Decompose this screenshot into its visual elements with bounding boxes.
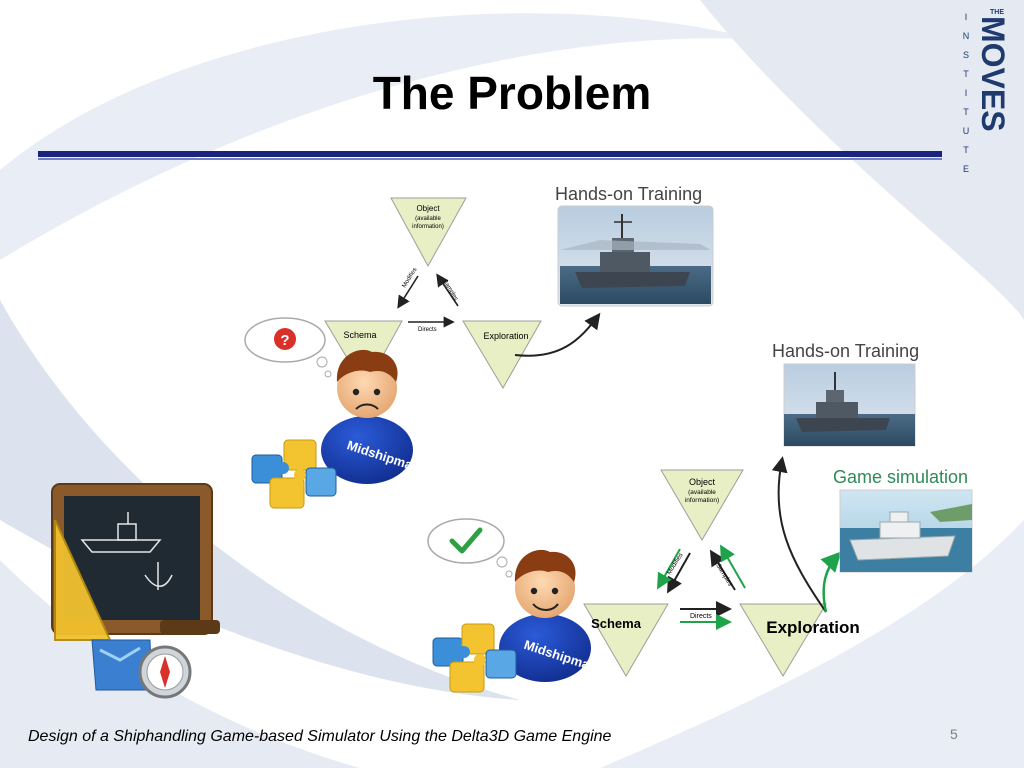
svg-text:?: ? (280, 332, 289, 349)
slide-page-number: 5 (950, 726, 958, 742)
top-object-label: Object (416, 204, 440, 213)
top-midshipman-avatar: Midshipman (321, 349, 422, 484)
bottom-object-label: Object (689, 477, 716, 487)
top-directs-label: Directs (418, 327, 437, 333)
logo-the: THE (990, 9, 1004, 16)
top-object-triangle (390, 197, 467, 268)
bottom-object-sub1: (available (688, 489, 716, 496)
game-simulation-photo (839, 489, 973, 573)
title-rule (38, 151, 942, 157)
logo-institute-letter-0: I (965, 12, 968, 22)
top-diagram: Object (available information) Schema Ex… (244, 184, 714, 509)
logo-moves-letters: MOVES (975, 16, 1011, 132)
bottom-schema-triangle (583, 603, 669, 677)
question-icon (274, 328, 296, 350)
bottom-ship-photo (783, 363, 916, 447)
game-simulation-label: Game simulation (833, 467, 968, 487)
top-puzzle-icon (251, 439, 337, 509)
checkmark-icon (449, 527, 483, 554)
bottom-hands-on-label: Hands-on Training (772, 341, 919, 361)
slide-footer: Design of a Shiphandling Game-based Simu… (28, 728, 612, 745)
logo-institute-letter-4: I (965, 88, 968, 98)
logo-institute-letter-1: N (963, 31, 970, 41)
logo-institute-letter-3: T (963, 69, 969, 79)
bottom-directs-label: Directs (690, 613, 712, 620)
top-thought-bubble: ? (244, 317, 332, 378)
logo-institute-letter-6: U (963, 126, 970, 136)
bottom-exploration-label: Exploration (766, 618, 860, 637)
top-object-sub1: (available (415, 216, 441, 222)
logo-moves-word: MOVES (975, 16, 1011, 132)
bottom-modifies-label: Modifies (666, 551, 685, 576)
top-samples-label: Samples (441, 279, 458, 302)
logo-institute-letters: I N S T I T U T E (963, 12, 970, 174)
logo-institute-letter-7: T (963, 145, 969, 155)
top-ship-photo (557, 205, 714, 307)
bottom-samples-label: Samples (714, 562, 734, 588)
bottom-exploration-triangle (739, 603, 827, 677)
bottom-midshipman-avatar: Midshipman (499, 549, 599, 682)
bottom-object-triangle (660, 469, 744, 541)
top-exploration-triangle (462, 320, 542, 389)
bottom-thought-bubble (427, 518, 513, 578)
moves-institute-logo: THE MOVES I N S T I T U T E (963, 9, 1011, 174)
bottom-object-sub2: information) (685, 497, 719, 504)
bottom-diagram: Object (available information) Schema Ex… (427, 341, 973, 693)
chalkboard-illustration (51, 483, 220, 699)
slide-title: The Problem (372, 67, 652, 119)
top-hands-on-label: Hands-on Training (555, 184, 702, 204)
bottom-schema-label: Schema (591, 616, 642, 631)
top-object-sub2: information) (412, 224, 444, 230)
logo-institute-letter-2: S (963, 50, 969, 60)
logo-institute-letter-5: T (963, 107, 969, 117)
bottom-puzzle-icon (432, 623, 517, 693)
top-exploration-label: Exploration (483, 331, 528, 341)
logo-institute-letter-8: E (963, 164, 969, 174)
top-schema-label: Schema (343, 330, 376, 340)
